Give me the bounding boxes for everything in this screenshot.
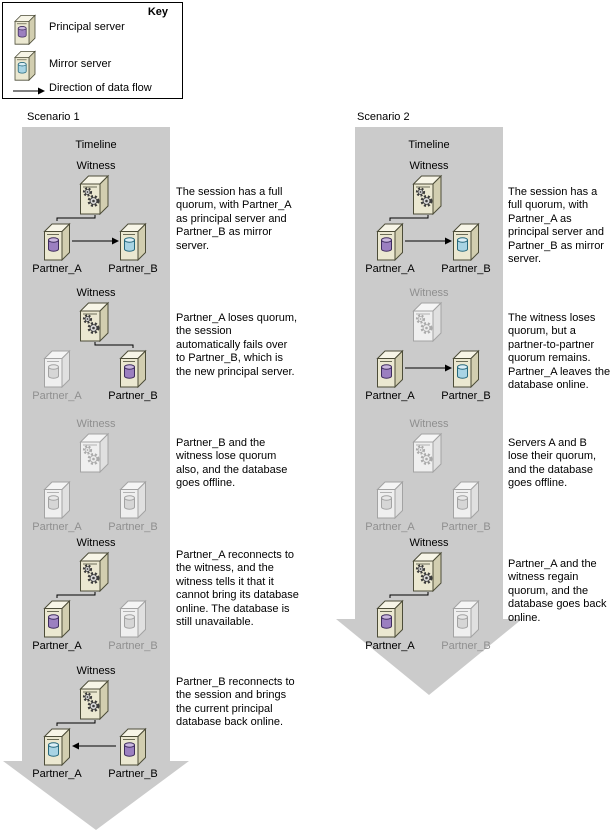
stage-description: The session has a full quorum, with Part… [176,186,291,252]
key-principal-label: Principal server [49,21,125,33]
witness-label: Witness [409,537,449,549]
connection-lines [56,215,119,245]
connection-lines [94,342,134,348]
stage-description: Partner_B and the witness lose quorum al… [176,437,288,490]
key-flow-label: Direction of data flow [49,82,152,94]
connection-lines [389,592,429,598]
partner-a-label: Partner_A [32,640,82,652]
partner-a-label: Partner_A [365,263,415,275]
mirror-server-icon [118,221,148,261]
offline-server-icon [451,598,481,638]
partner-a-label: Partner_A [32,390,82,402]
witness-server-icon-offline [411,431,445,473]
principal-server-icon [118,726,148,766]
partner-a-label: Partner_A [365,640,415,652]
partner-b-label: Partner_B [108,768,158,780]
scenario1-stage-4: Witness Partner_A Partner_B [22,537,170,655]
key-legend: Key Principal server Mirror server Direc… [2,2,183,99]
offline-server-icon [42,479,72,519]
witness-label: Witness [76,160,116,172]
stage-description: The session has a full quorum, with Part… [508,186,604,266]
partner-a-label: Partner_A [32,521,82,533]
witness-server-icon-offline [411,300,445,342]
stage-description: The witness loses quorum, but a partner-… [508,312,611,392]
principal-server-icon [42,598,72,638]
principal-server-icon [375,348,405,388]
partner-a-label: Partner_A [32,768,82,780]
witness-server-icon [411,173,445,215]
partner-b-label: Partner_B [441,390,491,402]
offline-server-icon [118,598,148,638]
partner-a-label: Partner_A [365,521,415,533]
partner-b-label: Partner_B [108,640,158,652]
witness-label: Witness [76,665,116,677]
scenario1-title: Scenario 1 [27,111,80,123]
witness-label: Witness [76,537,116,549]
principal-server-icon [375,221,405,261]
data-flow-arrow-icon [13,87,45,95]
scenario2-stage-2: Witness Partner_A Partner_B [355,287,503,405]
partner-a-label: Partner_A [32,263,82,275]
key-title: Key [147,6,168,18]
scenario1-stage-1: Witness Partner_A Partner_B [22,160,170,278]
witness-label: Witness [76,418,116,430]
connection-lines [56,592,96,598]
offline-server-icon [42,348,72,388]
witness-server-icon [78,678,112,720]
stage-description: Partner_A and the witness regain quorum,… [508,558,607,624]
mirror-server-icon [451,348,481,388]
witness-server-icon [78,173,112,215]
partner-b-label: Partner_B [441,263,491,275]
scenario1-timeline-arrowhead [3,761,189,830]
witness-label: Witness [409,160,449,172]
offline-server-icon [451,479,481,519]
principal-server-icon [118,348,148,388]
stage-description: Partner_A loses quorum, the session auto… [176,312,298,378]
witness-server-icon [411,550,445,592]
mirror-server-icon [13,49,37,81]
connection-lines [389,215,452,245]
partner-b-label: Partner_B [108,263,158,275]
witness-label: Witness [76,287,116,299]
scenario2-stage-3: Witness Partner_A Partner_B [355,418,503,536]
partner-b-label: Partner_B [441,640,491,652]
stage-description: Partner_B reconnects to the session and … [176,676,295,729]
scenario2-title: Scenario 2 [357,111,410,123]
witness-label: Witness [409,418,449,430]
scenario1-stage-5: Witness Partner_A Partner_B [22,665,170,783]
scenario1-timeline-label: Timeline [75,139,117,151]
connection-lines [405,364,452,372]
witness-label: Witness [409,287,449,299]
principal-server-icon [375,598,405,638]
offline-server-icon [118,479,148,519]
partner-b-label: Partner_B [108,521,158,533]
mirror-server-icon [42,726,72,766]
key-mirror-label: Mirror server [49,58,112,70]
witness-server-icon [78,300,112,342]
scenario2-timeline-arrowhead [336,619,522,695]
partner-a-label: Partner_A [365,390,415,402]
witness-server-icon [78,550,112,592]
witness-server-icon-offline [78,431,112,473]
stage-description: Partner_A reconnects to the witness, and… [176,549,299,629]
scenario1-stage-3: Witness Partner_A Partner_B [22,418,170,536]
offline-server-icon [375,479,405,519]
connection-lines [56,720,116,750]
principal-server-icon [13,13,37,45]
mirror-server-icon [451,221,481,261]
principal-server-icon [42,221,72,261]
partner-b-label: Partner_B [108,390,158,402]
scenario2-stage-4: Witness Partner_A Partner_B [355,537,503,655]
scenario2-timeline-label: Timeline [408,139,450,151]
scenario2-stage-1: Witness Partner_A Partner_B [355,160,503,278]
partner-b-label: Partner_B [441,521,491,533]
stage-description: Servers A and B lose their quorum, and t… [508,437,597,490]
scenario1-stage-2: Witness Partner_A Partner_B [22,287,170,405]
